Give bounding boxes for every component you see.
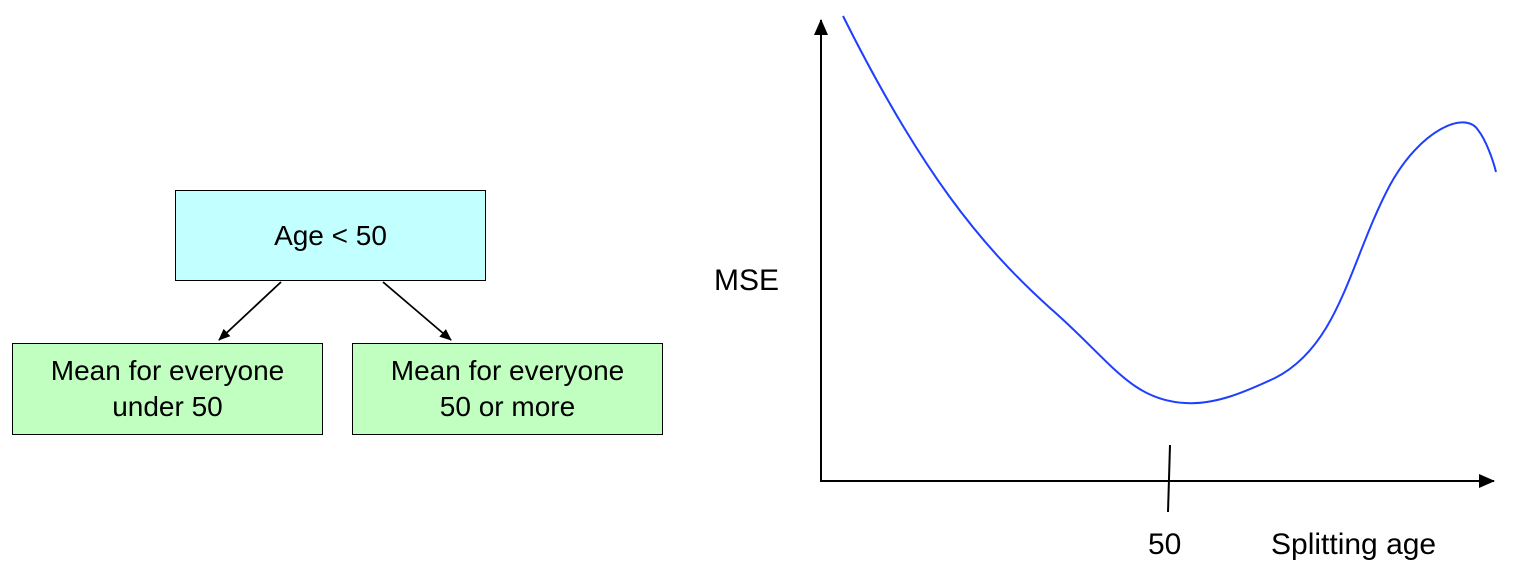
arrow-to-left-leaf xyxy=(218,281,282,341)
right-leaf-label: Mean for everyone 50 or more xyxy=(390,355,625,422)
arrow-to-right-leaf xyxy=(382,281,452,341)
left-leaf-label: Mean for everyone under 50 xyxy=(50,355,285,422)
x-tick-50 xyxy=(1167,444,1171,513)
x-tick-label-50: 50 xyxy=(1148,528,1182,561)
mse-curve xyxy=(842,15,1497,405)
y-axis-label: MSE xyxy=(714,264,780,297)
x-axis-label: Splitting age xyxy=(1271,528,1437,561)
left-leaf-node: Mean for everyone under 50 xyxy=(12,343,323,435)
root-node-label: Age < 50 xyxy=(274,219,387,251)
root-node: Age < 50 xyxy=(175,190,486,281)
right-leaf-node: Mean for everyone 50 or more xyxy=(352,343,663,435)
